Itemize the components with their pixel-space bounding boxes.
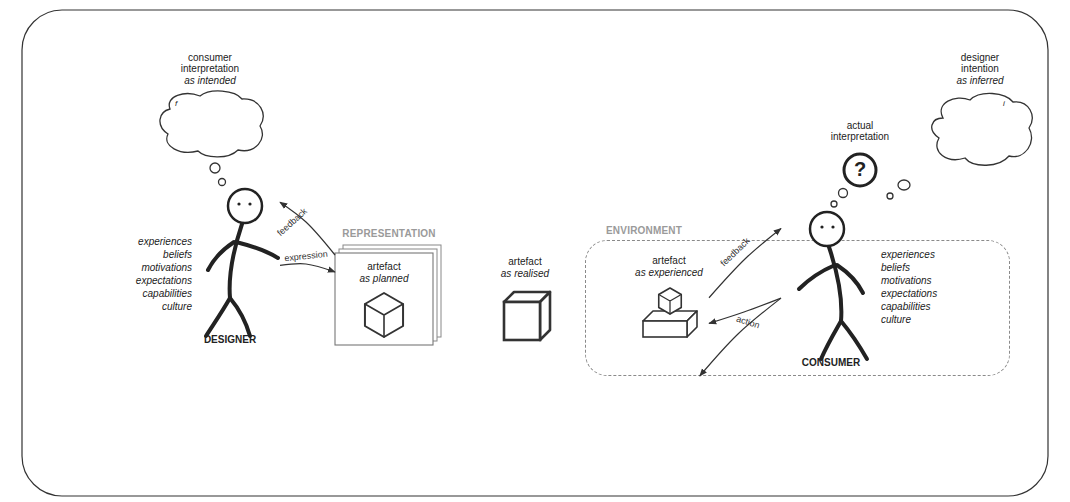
thought-cloud: [160, 91, 263, 157]
figure-body: [829, 247, 841, 321]
node-text: artefact: [349, 261, 419, 272]
node-text: capabilities: [120, 288, 192, 299]
stacked-cube: [659, 288, 682, 314]
flow-arrow: [709, 298, 781, 323]
figure-head: [810, 212, 844, 246]
node-text: as realised: [485, 268, 565, 279]
planned-cube-edges: [365, 304, 403, 337]
figure-arm: [208, 242, 234, 270]
node-text: designer intention: [945, 52, 1015, 74]
thought-cloud: [932, 93, 1032, 165]
thought-dot: [839, 189, 848, 198]
figure-arm: [837, 265, 863, 293]
node-text: DESIGNER: [190, 334, 270, 345]
node-text: ENVIRONMENT: [606, 225, 716, 236]
consumer-figure: experiences beliefs motivations expectation…: [781, 209, 991, 371]
flow-arrow: [700, 298, 781, 376]
node-text: expectations: [120, 275, 192, 286]
figure-arm: [236, 242, 278, 258]
edge-label: feedback: [258, 191, 325, 253]
figure-leg: [841, 321, 867, 359]
node-text: culture: [120, 301, 192, 312]
thought-bubble: consumer interpretationas intended: [150, 50, 270, 160]
flow-arrow: [280, 202, 335, 255]
node-text: consumer interpretation: [175, 52, 245, 74]
node-text: artefact: [629, 255, 709, 266]
outer-frame: [22, 10, 1048, 496]
edge-label: feedback: [702, 220, 768, 284]
artefact-stack: artefactas experienced: [629, 255, 709, 350]
thought-dot: [219, 179, 226, 186]
node-text: REPRESENTATION: [330, 228, 448, 239]
figure-body: [230, 224, 242, 298]
thought-bubble: designer intentionas inferred: [925, 52, 1037, 177]
node-text: capabilities: [881, 301, 981, 312]
artefact-cube: artefactas realised: [490, 256, 560, 348]
thought-bubble: actual interpretation?: [828, 120, 892, 192]
representation-stack: REPRESENTATIONartefactas planned: [335, 245, 443, 345]
node-text: experiences: [881, 249, 981, 260]
environment-region: ENVIRONMENTartefactas experiencedexperie…: [585, 240, 1010, 376]
designer-figure: experiences beliefs motivations expectation…: [120, 186, 280, 348]
flow-arrow: [709, 228, 781, 297]
node-text: as planned: [344, 273, 424, 284]
realised-cube-front: [504, 302, 540, 340]
node-text: ?: [844, 158, 876, 180]
thought-dot: [831, 201, 837, 207]
node-text: as experienced: [624, 267, 714, 278]
thought-dot: [887, 193, 893, 199]
planned-cube: [365, 293, 403, 337]
thought-dot: [898, 180, 910, 190]
thought-dot: [210, 163, 220, 173]
figure-leg: [206, 298, 230, 336]
figure-leg: [821, 321, 841, 359]
node-text: motivations: [120, 262, 192, 273]
page-sheet: [335, 253, 433, 345]
figure-eye: [237, 202, 240, 205]
thought-circle: [844, 154, 876, 186]
node-text: beliefs: [881, 262, 981, 273]
base-slab-front: [643, 321, 687, 337]
flow-arrow: [280, 264, 335, 272]
edge-label: action: [708, 304, 788, 340]
node-text: CONSUMER: [791, 357, 871, 368]
figure-eye: [820, 225, 823, 228]
stacked-cube-edges: [659, 295, 682, 315]
base-slab-side: [687, 311, 697, 337]
node-text: culture: [881, 314, 981, 325]
node-text: experiences: [120, 236, 192, 247]
figure-eye: [831, 225, 834, 228]
node-text: as inferred: [940, 75, 1020, 86]
node-outline: [335, 245, 443, 345]
realised-cube-side: [540, 292, 550, 340]
figure-leg: [230, 298, 250, 336]
node-text: expectations: [881, 288, 981, 299]
node-text: as intended: [170, 75, 250, 86]
node-text: beliefs: [120, 249, 192, 260]
node-text: artefact: [490, 256, 560, 267]
figure-eye: [248, 202, 251, 205]
node-text: actual interpretation: [828, 120, 892, 142]
node-text: motivations: [881, 275, 981, 286]
figure-arm: [799, 265, 835, 289]
figure-head: [228, 189, 262, 223]
